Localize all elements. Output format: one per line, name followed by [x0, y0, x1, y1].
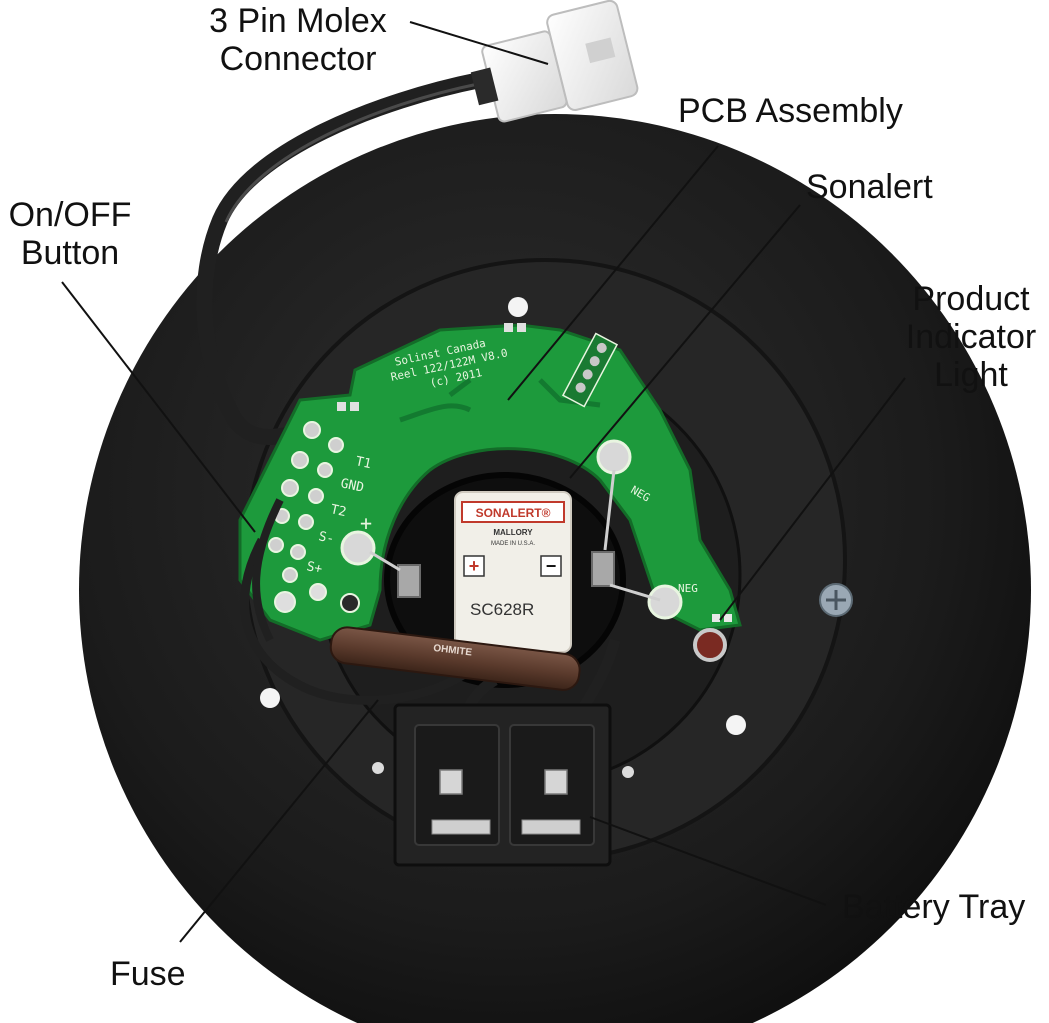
callout-line-fuse — [179, 699, 379, 943]
mount-hole — [622, 766, 634, 778]
pcb-pad-label-neg-bottom: NEG — [678, 582, 698, 595]
pcb-test-pad — [517, 323, 526, 332]
board-wire — [252, 498, 284, 642]
pcb-test-pad — [337, 402, 346, 411]
callout-sonalert: Sonalert — [806, 168, 933, 206]
pcb-neg-pad-top — [596, 439, 632, 475]
callout-molex-line1: 3 Pin Molex — [209, 2, 387, 40]
callout-line-indicator — [719, 377, 906, 621]
indicator-led-pad — [724, 614, 732, 622]
callout-indicator-line3: Light — [934, 356, 1008, 394]
sonalert-brand-box — [461, 501, 565, 523]
mount-hole — [726, 715, 746, 735]
fuse: OHMITE — [329, 626, 581, 691]
pcb-pad-label-t1: T1 — [354, 454, 372, 472]
callout-line-onoff — [61, 281, 256, 533]
sonalert-origin: MADE IN U.S.A. — [491, 541, 535, 547]
callout-line-molex — [409, 21, 549, 65]
sonalert-maker: MALLORY — [493, 528, 533, 537]
callout-indicator-line2: Indicator — [905, 318, 1037, 356]
mount-hole — [508, 297, 528, 317]
sonalert-minus: − — [546, 556, 557, 576]
callout-pcb-text: PCB Assembly — [678, 92, 903, 130]
sonalert-model: SC628R — [470, 600, 534, 619]
callout-molex-line2: Connector — [219, 40, 377, 78]
fuse-brand: OHMITE — [433, 643, 473, 659]
mount-hole — [372, 762, 384, 774]
board-wire — [240, 537, 473, 705]
pcb-pad-column — [268, 421, 360, 613]
sonalert-plus: + — [469, 556, 480, 576]
pcb-test-pad — [504, 323, 513, 332]
callout-battery-text: Battery Tray — [842, 888, 1026, 926]
screw-slot — [826, 590, 846, 610]
pcb-plus-mark: + — [360, 511, 372, 535]
callout-fuse: Fuse — [110, 955, 186, 993]
pcb-pad-label-gnd: GND — [339, 476, 365, 496]
molex-cable-highlight — [224, 82, 479, 223]
molex-connector — [470, 0, 639, 123]
callout-indicator-light: Product Indicator Light — [898, 280, 1044, 394]
sonalert-terminal-right — [591, 551, 615, 587]
sonalert-plus-box — [463, 555, 485, 577]
callout-line-pcb — [507, 145, 719, 401]
pcb-pad-label-sminus: S- — [317, 529, 335, 547]
sonalert-lead — [369, 469, 661, 602]
indicator-led-pad — [712, 614, 720, 622]
callout-battery-tray: Battery Tray — [842, 888, 1025, 926]
callout-molex-connector: 3 Pin Molex Connector — [188, 2, 408, 78]
mount-hole — [260, 688, 280, 708]
pcb-plus-pad — [340, 530, 376, 566]
callout-fuse-text: Fuse — [110, 955, 186, 993]
callout-indicator-line1: Product — [912, 280, 1030, 318]
callout-onoff-line2: Button — [20, 234, 120, 272]
pcb-test-pad — [350, 402, 359, 411]
callout-onoff-line1: On/OFF — [8, 196, 132, 234]
pcb-pad-label-splus: S+ — [305, 559, 324, 577]
sonalert-terminal-left — [397, 564, 421, 598]
callout-line-sonalert — [569, 204, 801, 479]
callout-onoff-button: On/OFF Button — [0, 196, 140, 272]
pcb-neg-pad-bottom — [647, 584, 683, 620]
battery-tray — [393, 703, 612, 867]
callout-line-battery — [589, 816, 827, 906]
callout-pcb-assembly: PCB Assembly — [678, 92, 903, 130]
indicator-light — [693, 628, 727, 662]
pcb-pad-label-t2: T2 — [329, 502, 347, 520]
sonalert-brand: SONALERT® — [476, 506, 551, 520]
callout-lines — [61, 21, 906, 943]
callout-sonalert-text: Sonalert — [806, 168, 933, 206]
molex-cable — [196, 72, 488, 445]
sonalert-minus-box — [540, 555, 562, 577]
pcb-header-pins — [561, 332, 619, 408]
